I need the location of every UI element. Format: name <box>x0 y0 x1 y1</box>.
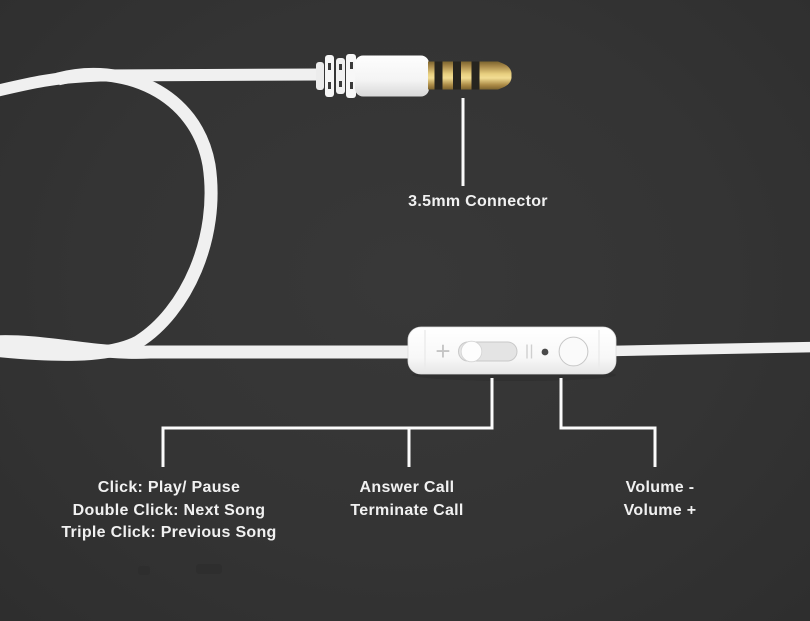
connector-ring-2 <box>453 61 461 90</box>
connector-strain-relief <box>316 54 356 98</box>
faint-watermark <box>196 564 222 574</box>
playback-line-3: Triple Click: Previous Song <box>61 524 277 542</box>
connector-label-text: 3.5mm Connector <box>408 193 548 210</box>
volume-line-1: Volume - <box>625 479 695 496</box>
playback-line-1: Click: Play/ Pause <box>97 479 241 496</box>
round-button <box>558 336 589 367</box>
connector-ring-1 <box>434 61 443 90</box>
callout-label-volume: Volume - Volume + <box>624 477 697 522</box>
callout-bracket-left <box>161 378 494 467</box>
faint-watermark <box>138 566 150 575</box>
microphone-hole-icon <box>541 348 549 356</box>
connector-label: 3.5mm Connector <box>408 191 548 214</box>
inline-remote <box>407 326 617 375</box>
cable-loop <box>0 67 218 361</box>
plus-icon: + <box>435 335 451 366</box>
callout-label-call: Answer Call Terminate Call <box>350 477 463 522</box>
connector-tip <box>498 61 512 90</box>
cable-bottom-run <box>0 335 414 359</box>
callout-label-playback: Click: Play/ Pause Double Click: Next So… <box>61 477 276 545</box>
cable-right-run <box>609 341 810 357</box>
playback-line-2: Double Click: Next Song <box>72 501 266 519</box>
callout-bracket-right <box>559 378 657 467</box>
call-line-2: Terminate Call <box>350 501 464 519</box>
divider-lines-icon <box>526 344 533 359</box>
call-line-1: Answer Call <box>359 479 455 496</box>
slider-knob <box>460 340 483 363</box>
connector-ring-3 <box>471 61 480 90</box>
connector-body <box>355 55 429 97</box>
volume-line-2: Volume + <box>623 501 697 519</box>
